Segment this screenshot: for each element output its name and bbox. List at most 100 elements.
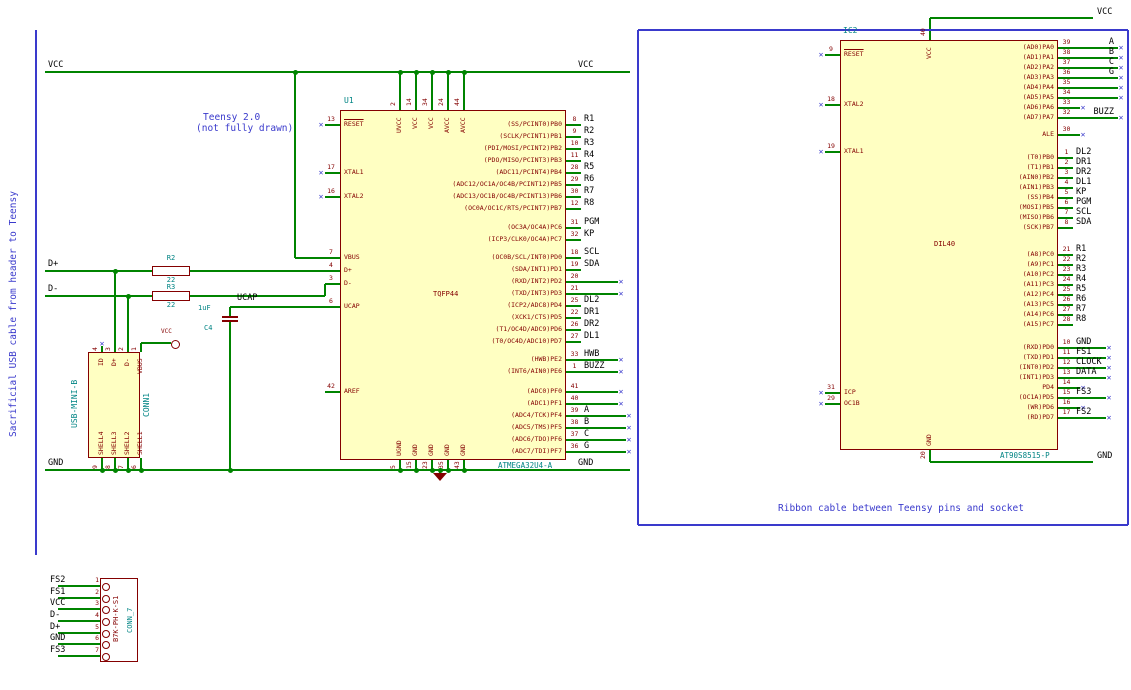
net-label[interactable]: BUZZ bbox=[584, 360, 605, 371]
net-label[interactable]: R5 bbox=[584, 161, 595, 172]
usb-connector-value: USB-MINI-B bbox=[70, 379, 79, 428]
net-label[interactable]: DR2 bbox=[1076, 166, 1092, 177]
net-label[interactable]: KP bbox=[1076, 186, 1087, 197]
net-label[interactable]: R6 bbox=[584, 173, 595, 184]
net-label[interactable]: B bbox=[584, 416, 590, 427]
net-label[interactable]: R3 bbox=[1076, 263, 1087, 274]
capacitor-plate[interactable] bbox=[222, 316, 238, 318]
wire bbox=[1058, 197, 1073, 199]
net-label[interactable]: VCC bbox=[578, 60, 594, 70]
net-label[interactable]: A bbox=[584, 404, 590, 415]
net-label[interactable]: BUZZ bbox=[1093, 106, 1114, 117]
net-label[interactable]: FS1 bbox=[50, 587, 66, 597]
ic-reference[interactable]: IC2 bbox=[843, 26, 858, 35]
pin-number: 20 bbox=[919, 451, 927, 459]
conn7-body[interactable] bbox=[100, 578, 138, 662]
wire bbox=[566, 359, 618, 361]
net-label[interactable]: DR2 bbox=[584, 318, 600, 329]
net-label[interactable]: HWB bbox=[584, 348, 600, 359]
no-connect-icon: ✕ bbox=[626, 411, 632, 420]
net-label[interactable]: D- bbox=[48, 284, 59, 294]
net-label[interactable]: PGM bbox=[584, 216, 600, 227]
net-label[interactable]: R2 bbox=[584, 125, 595, 136]
net-label[interactable]: R3 bbox=[584, 137, 595, 148]
conn7-reference[interactable]: CONN_7 bbox=[126, 607, 134, 633]
net-label[interactable]: FS2 bbox=[50, 575, 66, 585]
net-label[interactable]: R8 bbox=[1076, 313, 1087, 324]
resistor-body-r3[interactable] bbox=[152, 291, 190, 301]
net-label[interactable]: C bbox=[584, 428, 590, 439]
junction-dot bbox=[445, 69, 451, 75]
no-connect-icon: ✕ bbox=[818, 100, 824, 109]
net-label[interactable]: GND bbox=[578, 458, 594, 468]
resistor-body-r2[interactable] bbox=[152, 266, 190, 276]
net-label[interactable]: R6 bbox=[1076, 293, 1087, 304]
pin-name: (A13)PC5 bbox=[1022, 300, 1054, 308]
net-label[interactable]: R2 bbox=[1076, 253, 1087, 264]
wire bbox=[141, 342, 171, 344]
pin-name: (ICP2/ADC8)PD4 bbox=[507, 301, 562, 309]
ic-body-ic2[interactable] bbox=[840, 40, 1058, 450]
ic-part-value: AT90S8515-P bbox=[1000, 451, 1050, 460]
net-label[interactable]: R7 bbox=[1076, 303, 1087, 314]
net-label[interactable]: SCL bbox=[584, 246, 600, 257]
net-label[interactable]: A bbox=[1108, 36, 1114, 47]
net-label[interactable]: SCL bbox=[1076, 206, 1092, 217]
wire bbox=[229, 307, 231, 316]
pin-name: VCC bbox=[411, 117, 419, 130]
net-label[interactable]: G bbox=[584, 440, 590, 451]
ic-reference[interactable]: U1 bbox=[344, 96, 354, 105]
net-label[interactable]: DL2 bbox=[1076, 146, 1092, 157]
net-label[interactable]: DL1 bbox=[584, 330, 600, 341]
net-label[interactable]: C bbox=[1108, 56, 1114, 67]
usb-connector-reference[interactable]: CONN1 bbox=[142, 392, 151, 417]
usb-connector-body[interactable] bbox=[88, 352, 140, 458]
net-label[interactable]: UCAP bbox=[237, 293, 258, 303]
wire bbox=[566, 239, 581, 241]
net-label[interactable]: VCC bbox=[1097, 7, 1113, 17]
wire bbox=[127, 458, 129, 470]
net-label[interactable]: GND bbox=[1076, 336, 1092, 347]
net-label[interactable]: D+ bbox=[48, 259, 59, 269]
net-label[interactable]: R4 bbox=[1076, 273, 1087, 284]
net-label[interactable]: VCC bbox=[50, 598, 66, 608]
net-label[interactable]: B bbox=[1108, 46, 1114, 57]
wire bbox=[35, 30, 37, 555]
ic-body-u1[interactable] bbox=[340, 110, 566, 460]
net-label[interactable]: GND bbox=[48, 458, 64, 468]
net-label[interactable]: SDA bbox=[1076, 216, 1092, 227]
net-label[interactable]: DATA bbox=[1076, 366, 1097, 377]
net-label[interactable]: FS3 bbox=[1076, 386, 1092, 397]
net-label[interactable]: DR1 bbox=[1076, 156, 1092, 167]
pin-number: 29 bbox=[570, 175, 579, 183]
net-label[interactable]: PGM bbox=[1076, 196, 1092, 207]
net-label[interactable]: R1 bbox=[1076, 243, 1087, 254]
pin-name: SHELL1 bbox=[136, 431, 144, 455]
no-connect-icon: ✕ bbox=[1106, 363, 1112, 372]
net-label[interactable]: DL2 bbox=[584, 294, 600, 305]
note-teensy-line2: (not fully drawn) bbox=[196, 123, 294, 134]
net-label[interactable]: GND bbox=[50, 633, 66, 643]
net-label[interactable]: R1 bbox=[584, 113, 595, 124]
net-label[interactable]: FS3 bbox=[50, 645, 66, 655]
net-label[interactable]: FS2 bbox=[1076, 406, 1092, 417]
net-label[interactable]: GND bbox=[1097, 451, 1113, 461]
net-label[interactable]: R5 bbox=[1076, 283, 1087, 294]
pin-name: (RXD)PD0 bbox=[1022, 343, 1054, 351]
net-label[interactable]: SDA bbox=[584, 258, 600, 269]
net-label[interactable]: R8 bbox=[584, 197, 595, 208]
capacitor-plate[interactable] bbox=[222, 320, 238, 322]
net-label[interactable]: R4 bbox=[584, 149, 595, 160]
net-label[interactable]: FS1 bbox=[1076, 346, 1092, 357]
pin-name: ICP bbox=[844, 388, 856, 396]
net-label[interactable]: VCC bbox=[48, 60, 64, 70]
wire bbox=[1058, 117, 1118, 119]
net-label[interactable]: CLOCK bbox=[1076, 356, 1102, 367]
net-label[interactable]: D+ bbox=[50, 622, 61, 632]
net-label[interactable]: KP bbox=[584, 228, 595, 239]
net-label[interactable]: DL1 bbox=[1076, 176, 1092, 187]
net-label[interactable]: G bbox=[1108, 66, 1114, 77]
net-label[interactable]: R7 bbox=[584, 185, 595, 196]
net-label[interactable]: DR1 bbox=[584, 306, 600, 317]
net-label[interactable]: D- bbox=[50, 610, 61, 620]
